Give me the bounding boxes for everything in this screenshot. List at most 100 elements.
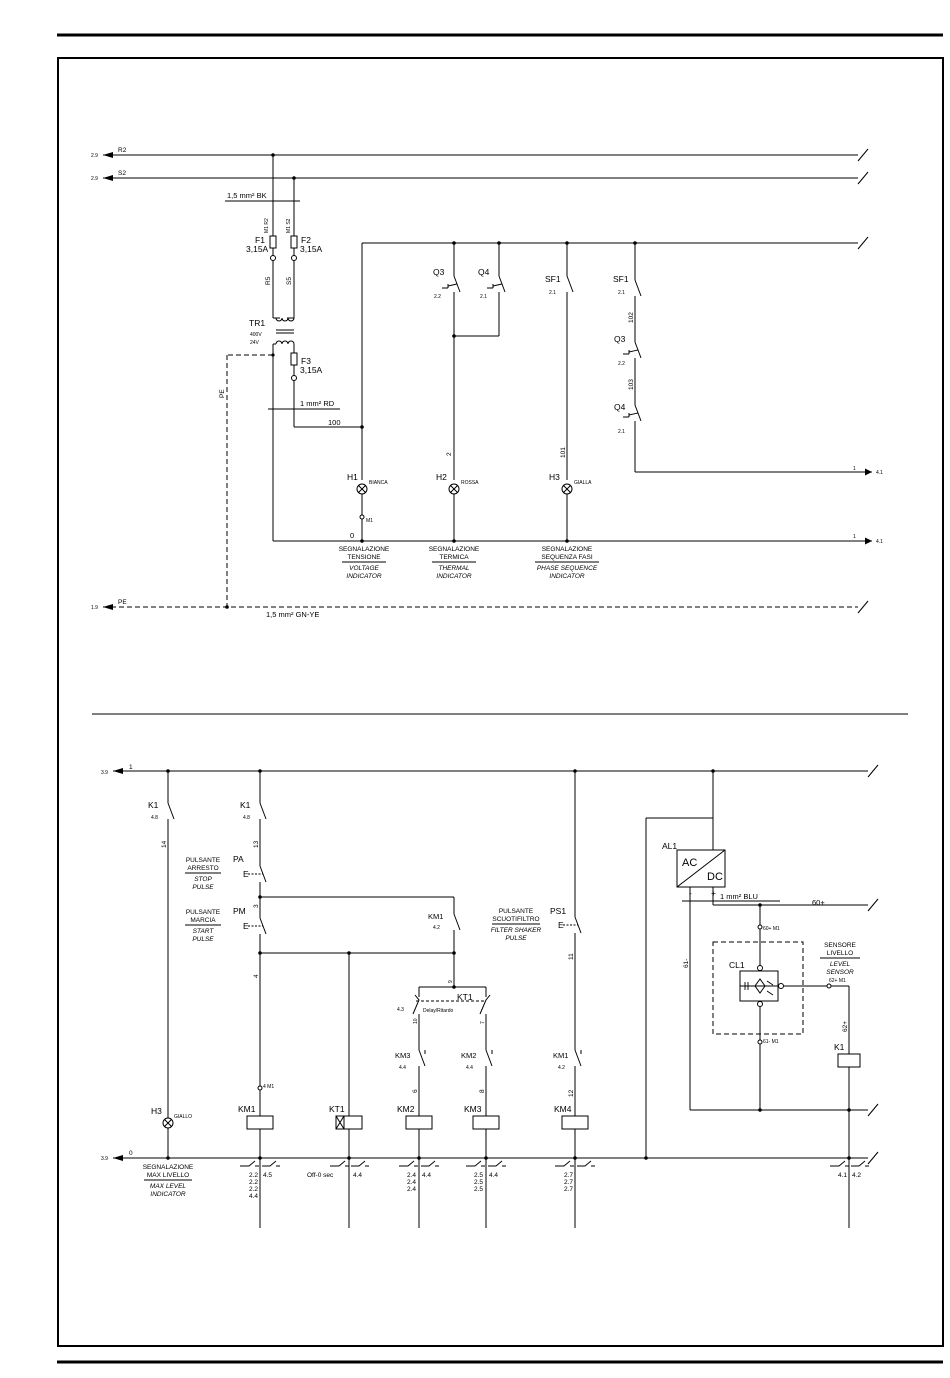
caption-filter-shaker: PULSANTE SCUOTIFILTRO FILTER SHAKER PULS… [491, 908, 542, 942]
svg-text:SENSOR: SENSOR [826, 969, 854, 976]
xref-kt1: Off-0 sec 4.4 [307, 1160, 369, 1180]
svg-text:2.7: 2.7 [564, 1172, 573, 1179]
km2c-name: KM2 [461, 1051, 476, 1060]
coil-km4 [561, 1115, 589, 1130]
bus-s2-label: S2 [118, 170, 126, 177]
svg-text:E: E [558, 920, 564, 930]
term-60: 60+ M1 [763, 926, 780, 932]
svg-text:SEGNALAZIONE: SEGNALAZIONE [339, 546, 390, 553]
k1b-name: K1 [240, 800, 251, 810]
svg-text:LEVEL: LEVEL [830, 961, 851, 968]
caption-level-sensor: SENSORE LIVELLO LEVEL SENSOR [820, 942, 860, 976]
cl1-name: CL1 [729, 960, 745, 970]
upper-circuit: 2.9 R2 2.9 S2 1,5 mm² BK F1 3,15A M1 R2 … [91, 147, 883, 619]
f1-name: F1 [255, 235, 265, 245]
coil-km1 [246, 1115, 274, 1130]
transformer-tr1: TR1 400V 24V [249, 317, 295, 346]
tr1-name: TR1 [249, 318, 265, 328]
m1-term: 4 M1 [263, 1084, 274, 1090]
sf1b-name: SF1 [613, 274, 629, 284]
wire-7: 7 [480, 1021, 486, 1024]
q3-ref: 2.2 [434, 294, 441, 300]
out1-num: 1 [853, 466, 856, 472]
svg-text:2.7: 2.7 [564, 1179, 573, 1186]
f3-rating: 3,15A [300, 365, 323, 375]
coil-k1-label: K1 [834, 1042, 845, 1052]
coil-km3-label: KM3 [464, 1104, 482, 1114]
term-62: 62+ M1 [829, 978, 846, 984]
bus-pe-ref: 1.9 [91, 605, 98, 611]
wire-s5: S5 [286, 277, 293, 285]
h3-name: H3 [549, 472, 560, 482]
h3-color: GIALLA [574, 480, 592, 486]
out1-ref: 4.1 [876, 470, 883, 476]
bus-r2-label: R2 [118, 147, 127, 154]
wire-13: 13 [253, 840, 260, 848]
wire-8: 8 [479, 1089, 486, 1093]
km1c-ref: 4.2 [433, 925, 440, 931]
wire-11: 11 [568, 953, 575, 960]
coil-kt1-label: KT1 [329, 1104, 345, 1114]
xref-km4: 2.7 2.7 2.7 [555, 1160, 595, 1193]
km3c-ref: 4.4 [399, 1065, 406, 1071]
xref-km2: 2.4 2.4 2.4 4.4 [399, 1160, 439, 1193]
svg-text:2.4: 2.4 [407, 1179, 416, 1186]
bus-bot-num: 0 [129, 1150, 133, 1157]
bus-top-num: 1 [129, 764, 133, 771]
k1a-name: K1 [148, 800, 159, 810]
svg-text:MAX LIVELLO: MAX LIVELLO [147, 1172, 189, 1179]
svg-text:INDICATOR: INDICATOR [436, 573, 471, 580]
svg-text:PHASE SEQUENCE: PHASE SEQUENCE [537, 565, 598, 572]
svg-text:4.4: 4.4 [249, 1193, 258, 1200]
power-supply-al1: AC DC AL1 - + [662, 841, 726, 898]
xref-k1: 4.1 4.2 [830, 1160, 869, 1180]
h1-name: H1 [347, 472, 358, 482]
fuse-f1 [269, 235, 277, 249]
wire-2: 2 [446, 452, 453, 456]
bus-pe: 1.9 PE 1,5 mm² GN-YE [91, 599, 869, 619]
q3b-ref: 2.2 [618, 361, 625, 367]
drawing-frame [57, 57, 944, 1347]
lamp-h2: H2 ROSSA [436, 472, 479, 495]
caption-voltage: SEGNALAZIONE TENSIONE VOLTAGE INDICATOR [339, 546, 390, 580]
bus-r2: 2.9 R2 [91, 147, 869, 162]
k1b-ref: 4.8 [243, 815, 250, 821]
sf1-ref: 2.1 [549, 290, 556, 296]
q4-name: Q4 [478, 267, 490, 277]
caption-thermal: SEGNALAZIONE TERMICA THERMAL INDICATOR [429, 546, 480, 580]
kt1c-ref: 4.3 [397, 1007, 404, 1013]
cable-bk-label: 1,5 mm² BK [227, 191, 267, 200]
svg-text:4.4: 4.4 [353, 1172, 362, 1179]
svg-text:2.2: 2.2 [249, 1186, 258, 1193]
wire-9: 9 [448, 980, 454, 983]
svg-text:INDICATOR: INDICATOR [150, 1191, 185, 1198]
svg-text:2.5: 2.5 [474, 1186, 483, 1193]
svg-text:MARCIA: MARCIA [190, 917, 216, 924]
svg-text:VOLTAGE: VOLTAGE [349, 565, 379, 572]
caption-phase: SEGNALAZIONE SEQUENZA FASI PHASE SEQUENC… [535, 546, 599, 580]
tr1-primary: 400V [250, 332, 262, 338]
wire-62: 62+ [842, 1021, 849, 1032]
level-sensor-cl1: CL1 [729, 960, 784, 1007]
svg-text:INDICATOR: INDICATOR [549, 573, 584, 580]
q4-ref: 2.1 [480, 294, 487, 300]
pm-name: PM [233, 906, 246, 916]
svg-text:2.4: 2.4 [407, 1186, 416, 1193]
svg-text:TERMICA: TERMICA [439, 554, 469, 561]
q4b-ref: 2.1 [618, 429, 625, 435]
wire-12: 12 [568, 1089, 575, 1097]
coil-kt1 [335, 1115, 363, 1130]
svg-text:SEQUENZA FASI: SEQUENZA FASI [541, 554, 592, 561]
svg-text:E: E [243, 921, 249, 931]
q3-name: Q3 [433, 267, 445, 277]
xref-km3: 2.5 2.5 2.5 4.4 [466, 1160, 506, 1193]
kt1c-delay: Delay/Ritardo [423, 1008, 454, 1014]
svg-text:2.4: 2.4 [407, 1172, 416, 1179]
h2-color: ROSSA [461, 480, 479, 486]
sf1-name: SF1 [545, 274, 561, 284]
f2-name: F2 [301, 235, 311, 245]
svg-text:SENSORE: SENSORE [824, 942, 856, 949]
coil-km4-label: KM4 [554, 1104, 572, 1114]
wire-6: 6 [412, 1089, 419, 1093]
